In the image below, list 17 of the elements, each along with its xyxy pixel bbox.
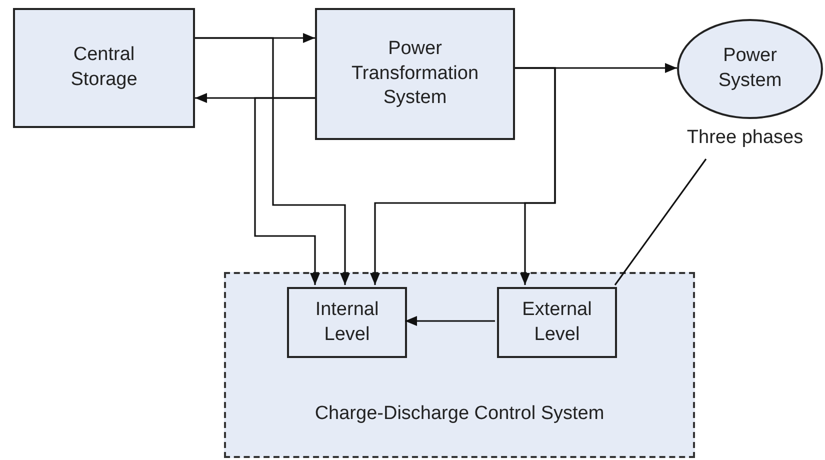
node-label: External Level [521, 298, 593, 346]
level-box [497, 287, 617, 358]
group-container [224, 272, 695, 458]
arrow [254, 97, 320, 285]
process-box [13, 8, 195, 128]
connector-line [614, 158, 707, 286]
arrow [515, 67, 556, 285]
group-label: Charge-Discharge Control System [314, 402, 606, 426]
process-box [315, 8, 515, 140]
arrow [195, 37, 350, 285]
node-caption: Three phases [686, 126, 804, 150]
node-label: Power Transformation System [350, 36, 480, 110]
node-label: Power System [717, 44, 783, 93]
node-label: Central Storage [70, 43, 138, 92]
arrow [405, 316, 495, 326]
node-label: Internal Level [314, 298, 380, 346]
level-box [287, 287, 407, 358]
